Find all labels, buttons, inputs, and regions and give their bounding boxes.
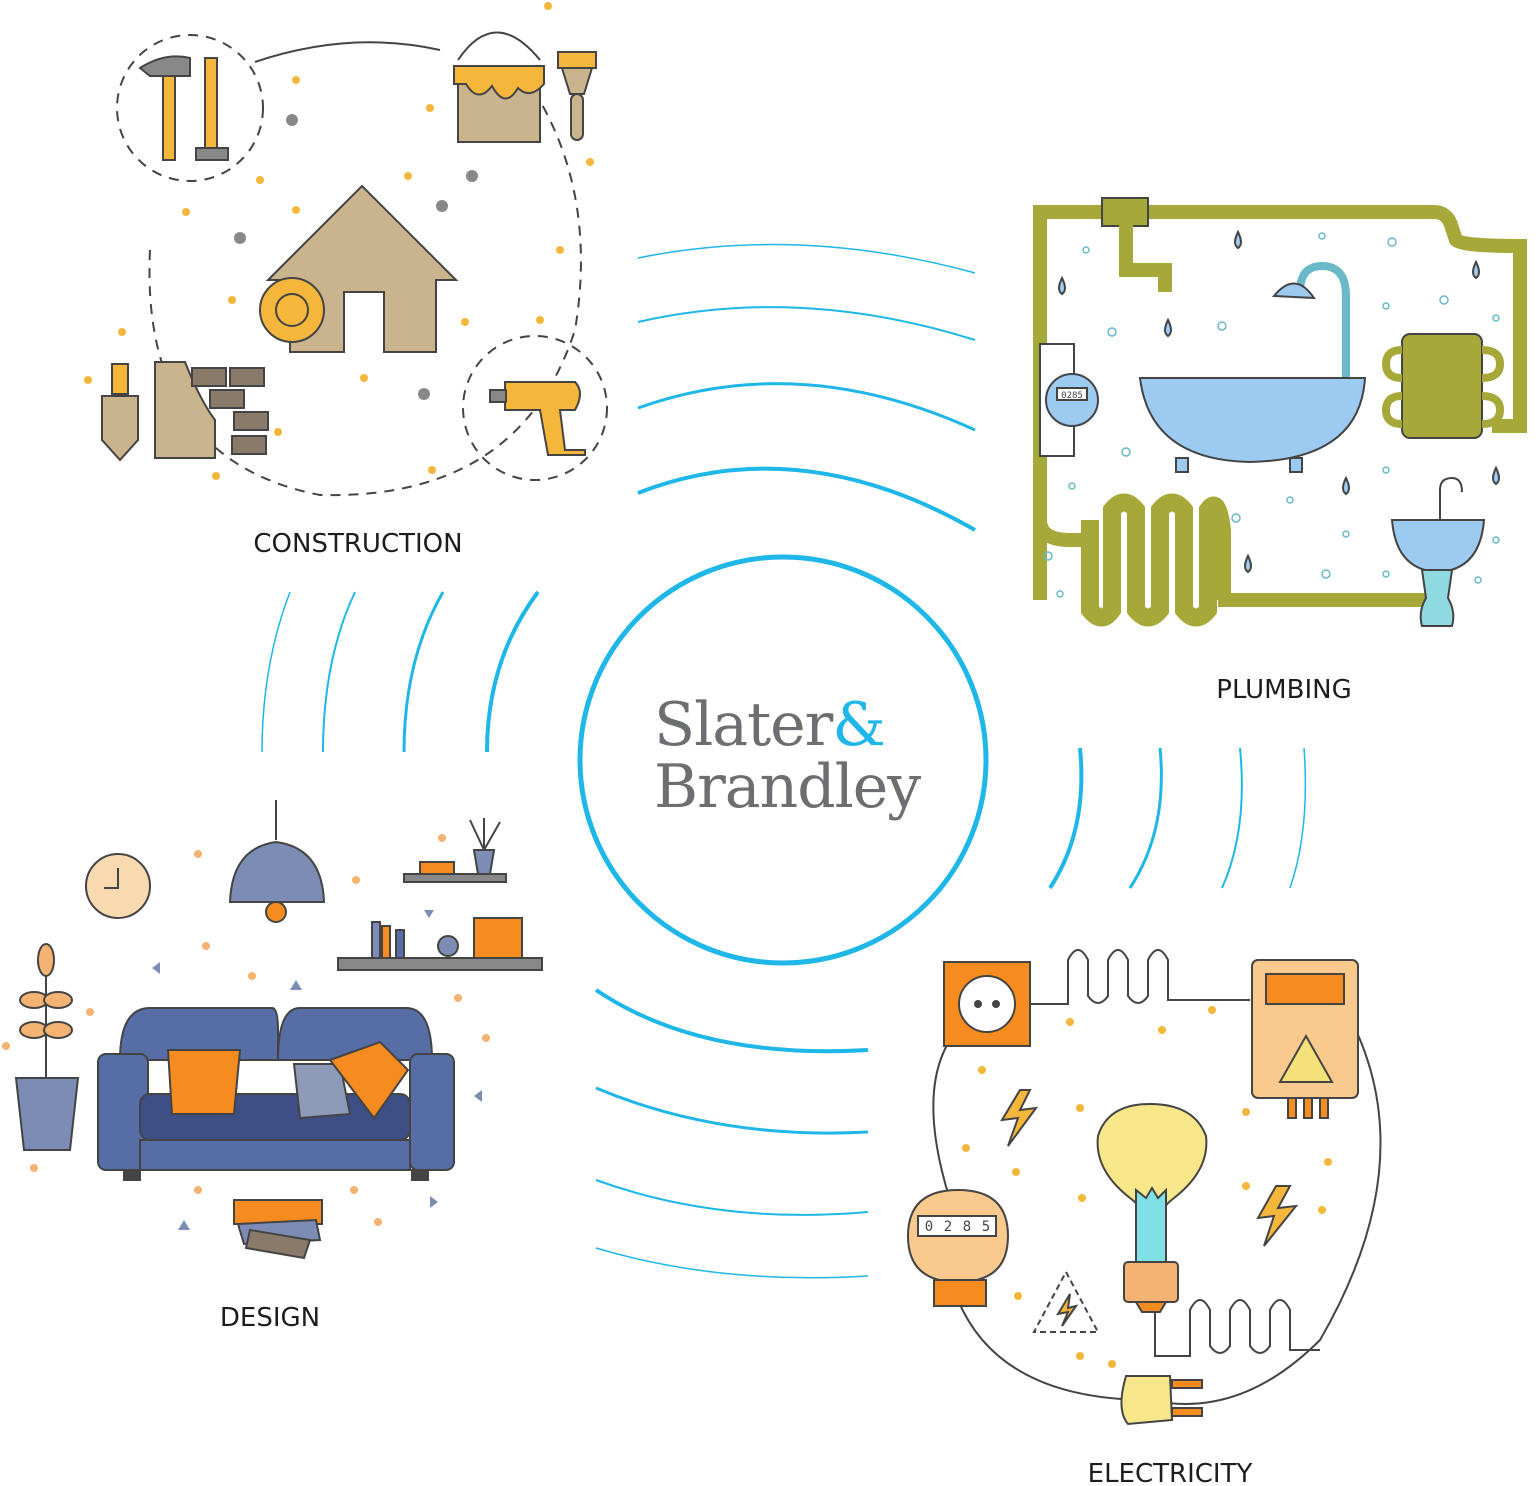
- electric-meter-icon: [906, 1188, 1010, 1307]
- clock-icon: [85, 853, 151, 919]
- water-meter-icon: 0285: [1039, 343, 1099, 457]
- construction-label: CONSTRUCTION: [253, 529, 462, 559]
- faucet-icon: [1119, 222, 1172, 292]
- electricity-dots: [962, 1006, 1332, 1368]
- design-label: DESIGN: [220, 1303, 320, 1333]
- brick-wall-icon: [154, 361, 269, 459]
- plant-icon: [14, 943, 80, 1151]
- svg-text:0: 0: [925, 1219, 933, 1235]
- pipe-loop: [1033, 205, 1527, 600]
- chisel-icon: [195, 57, 229, 161]
- wire-zigzag-top: [1030, 949, 1250, 1005]
- tools-circle: [116, 34, 264, 182]
- trowel-icon: [101, 363, 139, 462]
- pipe-valve: [1101, 197, 1149, 227]
- svg-text:2: 2: [944, 1219, 952, 1235]
- water-drops: [1058, 229, 1500, 574]
- paint-brush-icon: [557, 51, 597, 141]
- cushion-icon: [166, 1040, 410, 1120]
- shelf-bottom-icon: [337, 917, 543, 971]
- gear-icon: [259, 277, 325, 343]
- electricity-label: ELECTRICITY: [1088, 1459, 1253, 1486]
- socket-icon: [943, 961, 1031, 1047]
- hammer-icon: [138, 55, 191, 161]
- arcs-right: [1048, 747, 1307, 890]
- paint-bucket-icon: [453, 31, 545, 143]
- lamp-icon: [228, 800, 326, 923]
- electric-panel-icon: [1251, 959, 1359, 1119]
- arcs-left: [261, 590, 540, 753]
- bolt-dots: [234, 114, 478, 400]
- design-illustration: [2, 800, 543, 1260]
- wire-zigzag-bottom: [1154, 1299, 1320, 1357]
- design-dots: [2, 834, 490, 1226]
- electricity-illustration: [906, 949, 1382, 1426]
- towel-radiator-icon: [1381, 333, 1505, 439]
- svg-text:0285: 0285: [1061, 391, 1083, 401]
- lightbulb-icon: [1096, 1102, 1208, 1313]
- warning-triangle-icon: [1032, 1269, 1100, 1333]
- drill-icon: [489, 381, 586, 456]
- brand-logo-line1: Slater&: [654, 690, 886, 760]
- plumbing-dots: [1043, 232, 1500, 598]
- brand-logo-line2: Brandley: [654, 752, 921, 822]
- electric-meter-digits: 0 2 8 5: [925, 1219, 990, 1235]
- plumbing-label: PLUMBING: [1216, 675, 1351, 705]
- arcs-bottom: [594, 988, 869, 1279]
- svg-text:5: 5: [982, 1219, 990, 1235]
- bathtub-icon: [1138, 377, 1367, 473]
- brand-ampersand: &: [832, 690, 885, 760]
- lightning-bolt-icon: [1000, 1089, 1299, 1247]
- center-circle: [577, 554, 989, 966]
- drill-circle: [462, 335, 608, 481]
- sink-icon: [1390, 476, 1486, 627]
- plug-icon: [1120, 1375, 1203, 1426]
- pipe-radiator-coil: [1081, 493, 1231, 627]
- construction-illustration: [84, 2, 608, 497]
- sofa-icon: [97, 1007, 455, 1181]
- shower-icon: [1271, 261, 1350, 380]
- arcs-top: [637, 243, 976, 532]
- design-triangles: [152, 910, 482, 1230]
- construction-dots: [84, 2, 594, 480]
- color-swatches-icon: [233, 1199, 323, 1260]
- svg-text:8: 8: [963, 1219, 971, 1235]
- plumbing-illustration: 0285: [1033, 197, 1527, 627]
- shelf-top-icon: [403, 818, 507, 883]
- brand-name-part1: Slater: [654, 690, 833, 760]
